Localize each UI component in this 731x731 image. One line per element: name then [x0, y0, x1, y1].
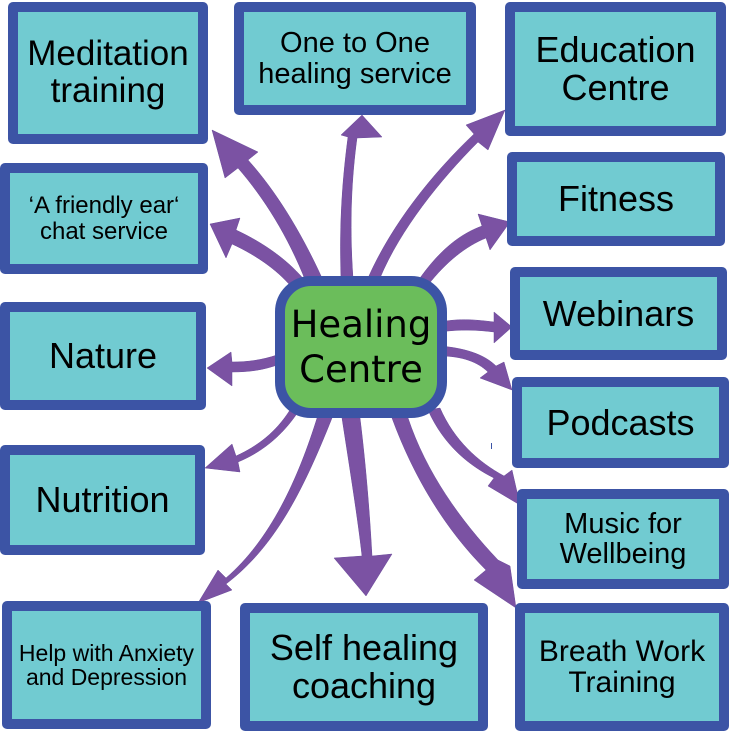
node-label: Podcasts	[546, 401, 695, 443]
arrow-to-webinars	[439, 311, 513, 344]
node-education-centre: Education Centre	[505, 2, 726, 136]
center-label: Healing Centre	[290, 302, 432, 391]
arrow-to-music	[427, 407, 521, 506]
node-label: Meditation training	[27, 34, 189, 110]
arrow-to-fitness	[419, 213, 511, 286]
node-nutrition: Nutrition	[0, 445, 205, 555]
node-podcasts: Podcasts	[512, 377, 729, 468]
node-label: Education Centre	[535, 29, 696, 108]
arrow-to-one-to-one	[340, 114, 383, 279]
node-label: Nature	[48, 335, 158, 377]
arrow-to-self-healing	[333, 417, 393, 597]
node-breath-work-training: Breath Work Training	[515, 603, 729, 731]
arrow-to-friendly-ear	[209, 217, 307, 291]
node-label: ‘A friendly ear‘ chat service	[28, 192, 180, 245]
node-one-to-one-healing: One to One healing service	[234, 2, 476, 115]
node-label: Breath Work Training	[538, 634, 706, 699]
node-nature: Nature	[0, 302, 206, 410]
arrow-to-education	[367, 109, 506, 279]
node-label: Fitness	[557, 178, 675, 220]
node-fitness: Fitness	[507, 152, 725, 246]
arrow-to-breath	[391, 417, 517, 609]
node-label: Self healing coaching	[269, 627, 459, 706]
node-label: Help with Anxiety and Depression	[18, 639, 195, 690]
arrow-to-meditation	[211, 129, 323, 283]
node-label: One to One healing service	[258, 27, 452, 90]
node-webinars: Webinars	[510, 267, 727, 360]
node-help-anxiety-depression: Help with Anxiety and Depression	[2, 601, 211, 729]
arrow-to-nutrition	[204, 409, 299, 473]
arrow-to-podcasts	[439, 345, 513, 391]
stray-mark	[491, 443, 492, 449]
arrow-to-nature	[206, 351, 281, 387]
node-meditation-training: Meditation training	[8, 2, 208, 144]
center-node-healing-centre: Healing Centre	[275, 276, 447, 418]
node-label: Nutrition	[35, 479, 170, 521]
node-friendly-ear: ‘A friendly ear‘ chat service	[0, 163, 208, 274]
node-music-for-wellbeing: Music for Wellbeing	[517, 489, 729, 589]
node-self-healing-coaching: Self healing coaching	[240, 603, 488, 731]
node-label: Music for Wellbeing	[559, 507, 687, 570]
arrow-to-anxiety	[197, 414, 333, 604]
node-label: Webinars	[542, 292, 695, 334]
